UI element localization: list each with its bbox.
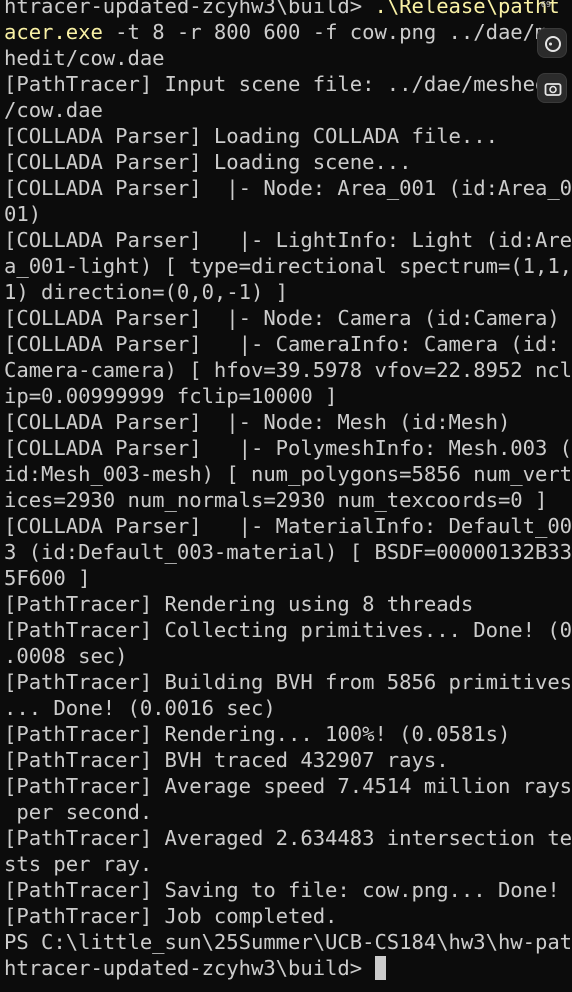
output-text: [PathTracer] Averaged 2.634483 intersect…	[4, 826, 572, 850]
output-text: [COLLADA Parser] Loading scene...	[4, 150, 412, 174]
output-text: [COLLADA Parser] |- LightInfo: Light (id…	[4, 228, 572, 252]
terminal-line: [COLLADA Parser] |- Node: Area_001 (id:A…	[4, 175, 572, 201]
text-cursor[interactable]	[375, 956, 387, 980]
copilot-icon	[545, 36, 561, 52]
output-text: [PathTracer] Average speed 7.4514 millio…	[4, 774, 572, 798]
terminal-line: htracer-updated-zcyhw3\build> .\Release\…	[4, 0, 572, 19]
output-text: [PathTracer] Saving to file: cow.png... …	[4, 878, 560, 902]
terminal-line: [COLLADA Parser] |- PolymeshInfo: Mesh.0…	[4, 435, 572, 461]
command-text: .\Release\patht	[374, 0, 560, 18]
output-text: /cow.dae	[4, 98, 103, 122]
output-text: [COLLADA Parser] Loading COLLADA file...	[4, 124, 498, 148]
terminal-line: [PathTracer] Collecting primitives... Do…	[4, 617, 572, 643]
output-text: [COLLADA Parser] |- Node: Mesh (id:Mesh)	[4, 410, 511, 434]
terminal-line: a_001-light) [ type=directional spectrum…	[4, 253, 572, 279]
terminal-line: [COLLADA Parser] |- Node: Camera (id:Cam…	[4, 305, 572, 331]
corner-counter: 69	[540, 0, 551, 9]
terminal-line: [COLLADA Parser] |- CameraInfo: Camera (…	[4, 331, 572, 357]
terminal-line: [PathTracer] Average speed 7.4514 millio…	[4, 773, 572, 799]
output-text: htracer-updated-zcyhw3\build>	[4, 956, 375, 980]
terminal-line: 5F600 ]	[4, 565, 572, 591]
output-text: [PathTracer] Job completed.	[4, 904, 338, 928]
output-text: hedit/cow.dae	[4, 46, 165, 70]
output-text: .0008 sec)	[4, 644, 128, 668]
copilot-button[interactable]	[537, 28, 567, 58]
output-text: [PathTracer] Input scene file: ../dae/me…	[4, 72, 548, 96]
terminal-line: 1) direction=(0,0,-1) ]	[4, 279, 572, 305]
terminal-line: id:Mesh_003-mesh) [ num_polygons=5856 nu…	[4, 461, 572, 487]
output-text: [PathTracer] BVH traced 432907 rays.	[4, 748, 449, 772]
output-text: [COLLADA Parser] |- MaterialInfo: Defaul…	[4, 514, 572, 538]
screenshot-button[interactable]	[537, 73, 567, 103]
terminal-line: [PathTracer] Building BVH from 5856 prim…	[4, 669, 572, 695]
output-text: 5F600 ]	[4, 566, 91, 590]
terminal-line: [PathTracer] Input scene file: ../dae/me…	[4, 71, 572, 97]
terminal-line: [PathTracer] BVH traced 432907 rays.	[4, 747, 572, 773]
terminal-line: [COLLADA Parser] |- LightInfo: Light (id…	[4, 227, 572, 253]
output-text: ices=2930 num_normals=2930 num_texcoords…	[4, 488, 548, 512]
output-text: [PathTracer] Rendering... 100%! (0.0581s…	[4, 722, 511, 746]
output-text: [COLLADA Parser] |- Node: Area_001 (id:A…	[4, 176, 572, 200]
terminal-line: [COLLADA Parser] |- MaterialInfo: Defaul…	[4, 513, 572, 539]
output-text: ... Done! (0.0016 sec)	[4, 696, 276, 720]
output-text: PS C:\little_sun\25Summer\UCB-CS184\hw3\…	[4, 930, 572, 954]
terminal-line: sts per ray.	[4, 851, 572, 877]
terminal-output[interactable]: htracer-updated-zcyhw3\build> .\Release\…	[4, 0, 572, 981]
output-text: [PathTracer] Rendering using 8 threads	[4, 592, 474, 616]
output-text: [COLLADA Parser] |- CameraInfo: Camera (…	[4, 332, 560, 356]
terminal-line: ... Done! (0.0016 sec)	[4, 695, 572, 721]
output-text: -t 8 -r 800 600 -f cow.png ../dae/m	[102, 20, 548, 44]
output-text: [PathTracer] Collecting primitives... Do…	[4, 618, 572, 642]
terminal-line: [PathTracer] Rendering using 8 threads	[4, 591, 572, 617]
terminal-line: .0008 sec)	[4, 643, 572, 669]
output-text: 3 (id:Default_003-material) [ BSDF=00000…	[4, 540, 572, 564]
terminal-line: ip=0.00999999 fclip=10000 ]	[4, 383, 572, 409]
terminal-line: per second.	[4, 799, 572, 825]
terminal-line: 01)	[4, 201, 572, 227]
output-text: 01)	[4, 202, 42, 226]
camera-icon	[544, 83, 562, 96]
output-text: per second.	[4, 800, 153, 824]
terminal-line: htracer-updated-zcyhw3\build>	[4, 955, 572, 981]
terminal-line: hedit/cow.dae	[4, 45, 572, 71]
output-text: sts per ray.	[4, 852, 153, 876]
terminal-line: acer.exe -t 8 -r 800 600 -f cow.png ../d…	[4, 19, 572, 45]
terminal-line: [COLLADA Parser] Loading scene...	[4, 149, 572, 175]
terminal-line: [PathTracer] Job completed.	[4, 903, 572, 929]
output-text: Camera-camera) [ hfov=39.5978 vfov=22.89…	[4, 358, 572, 382]
output-text: 1) direction=(0,0,-1) ]	[4, 280, 289, 304]
terminal-line: [COLLADA Parser] Loading COLLADA file...	[4, 123, 572, 149]
command-text: acer.exe	[4, 20, 103, 44]
output-text: [COLLADA Parser] |- PolymeshInfo: Mesh.0…	[4, 436, 572, 460]
terminal-line: ices=2930 num_normals=2930 num_texcoords…	[4, 487, 572, 513]
terminal-line: [PathTracer] Saving to file: cow.png... …	[4, 877, 572, 903]
terminal-line: Camera-camera) [ hfov=39.5978 vfov=22.89…	[4, 357, 572, 383]
output-text: a_001-light) [ type=directional spectrum…	[4, 254, 572, 278]
terminal-line: [PathTracer] Rendering... 100%! (0.0581s…	[4, 721, 572, 747]
output-text: ip=0.00999999 fclip=10000 ]	[4, 384, 338, 408]
output-text: [COLLADA Parser] |- Node: Camera (id:Cam…	[4, 306, 560, 330]
terminal-line: 3 (id:Default_003-material) [ BSDF=00000…	[4, 539, 572, 565]
output-text: [PathTracer] Building BVH from 5856 prim…	[4, 670, 572, 694]
terminal-line: [COLLADA Parser] |- Node: Mesh (id:Mesh)	[4, 409, 572, 435]
terminal-line: [PathTracer] Averaged 2.634483 intersect…	[4, 825, 572, 851]
terminal-line: /cow.dae	[4, 97, 572, 123]
output-text: id:Mesh_003-mesh) [ num_polygons=5856 nu…	[4, 462, 572, 486]
terminal-line: PS C:\little_sun\25Summer\UCB-CS184\hw3\…	[4, 929, 572, 955]
output-text: htracer-updated-zcyhw3\build>	[4, 0, 375, 18]
